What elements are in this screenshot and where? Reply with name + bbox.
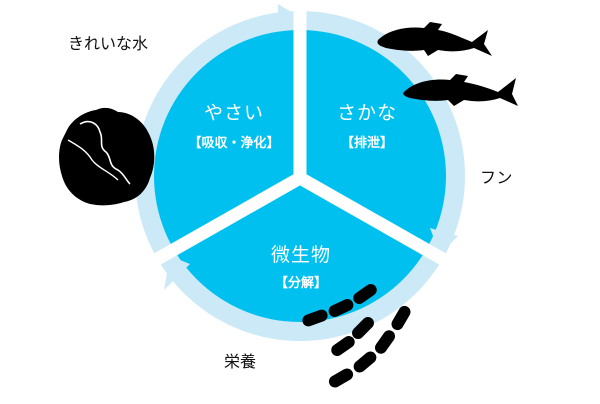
arrowhead-top: [278, 4, 298, 30]
arrowhead-left: [164, 256, 190, 290]
bacteria-icon: [302, 283, 411, 388]
segment-title-vegetables: やさい: [203, 102, 264, 124]
lettuce-icon: [59, 107, 155, 206]
segment-title-microbes: 微生物: [270, 244, 331, 266]
segment-dividers: [141, 5, 459, 272]
fish-icon: [377, 22, 492, 56]
fish-icon: [403, 74, 518, 106]
arrowhead-right: [430, 228, 458, 254]
segment-subtitle-microbes: 【分解】: [274, 276, 327, 291]
label-nutrients: 栄養: [224, 352, 257, 371]
label-excrement: フン: [480, 168, 513, 187]
label-clean-water: きれいな水: [68, 34, 149, 53]
segment-title-fish: さかな: [336, 102, 397, 124]
segment-subtitle-fish: 【排泄】: [340, 136, 393, 151]
segment-subtitle-vegetables: 【吸収・浄化】: [188, 136, 280, 151]
